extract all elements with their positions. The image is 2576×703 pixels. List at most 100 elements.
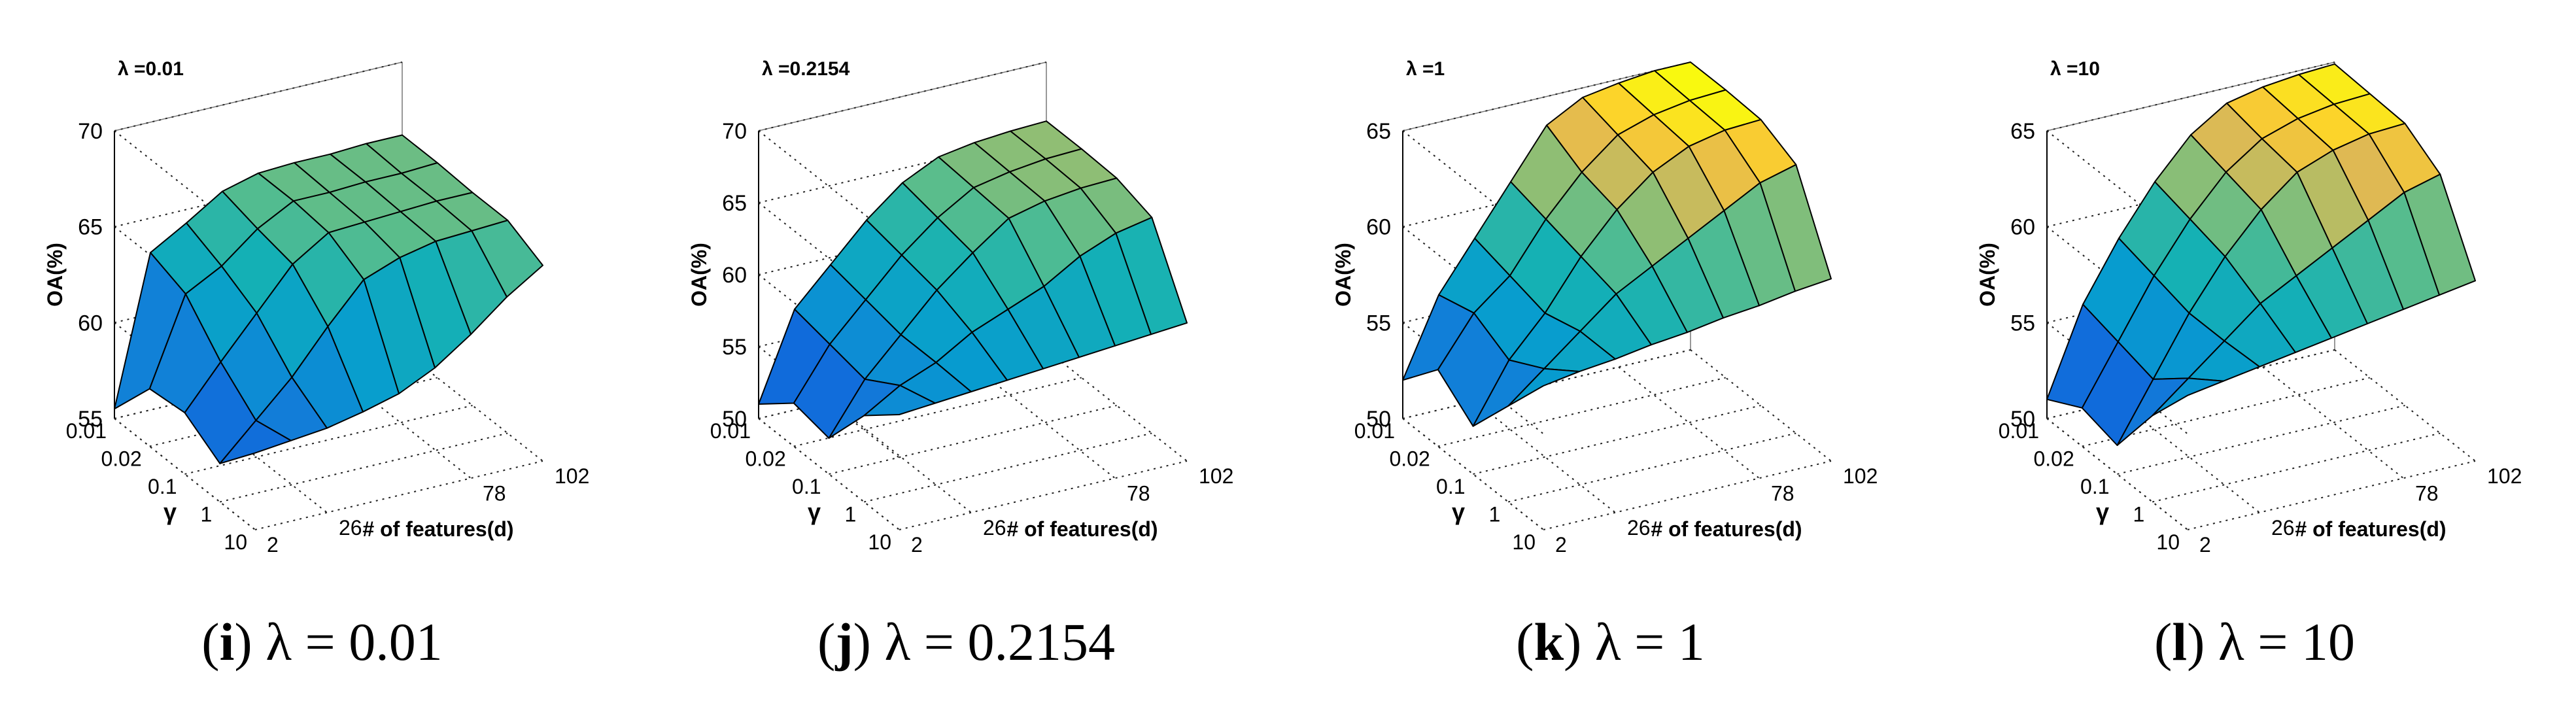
axis-labels: λ =0.0155606570OA(%)0.010.020.1110γ22678…: [43, 58, 589, 557]
gamma-gridline: [2117, 405, 2405, 475]
z-axis-label: OA(%): [1331, 243, 1355, 307]
z-tick-label: 55: [2010, 311, 2035, 335]
surface: [1402, 61, 1832, 427]
d-axis-label: # of features(d): [362, 517, 513, 541]
gamma-tick-label: 0.02: [1389, 447, 1430, 471]
z-tick-label: 55: [1366, 311, 1391, 335]
z-tick-label: 50: [722, 407, 747, 432]
surface-plot: λ =150556065OA(%)0.010.020.1110γ22678102…: [1331, 58, 1878, 557]
chart-title: λ =1: [1406, 58, 1445, 80]
back-wall-edge: [2046, 61, 2335, 131]
z-tick-label: 55: [722, 335, 747, 360]
gamma-tick-label: 10: [1512, 530, 1536, 554]
d-gridline: [1474, 400, 1616, 513]
axis-labels: λ =150556065OA(%)0.010.020.1110γ22678102…: [1331, 58, 1878, 557]
gamma-axis-label: γ: [2096, 498, 2109, 525]
d-tick-label: 102: [2487, 464, 2522, 488]
panel-letter: k: [1534, 612, 1564, 672]
z-tick-label: 50: [2010, 407, 2035, 432]
gamma-tick-label: 0.1: [1436, 475, 1465, 498]
z-tick-label: 70: [722, 119, 747, 144]
z-tick-label: 70: [78, 119, 103, 144]
d-tick-label: 26: [983, 516, 1006, 540]
z-tick-label: 50: [1366, 407, 1391, 432]
gamma-tick-label: 1: [2133, 503, 2144, 526]
d-gridline: [1618, 366, 1760, 479]
z-tick-label: 65: [1366, 119, 1391, 144]
panel-caption-text: λ = 0.01: [266, 612, 443, 672]
d-tick-label: 2: [267, 533, 279, 557]
d-tick-label: 102: [1843, 464, 1878, 488]
panel-caption: (k) λ = 1: [1516, 612, 1705, 672]
panel-caption-text: λ = 10: [2218, 612, 2355, 672]
back-wall-edge: [758, 61, 1047, 131]
gamma-gridline: [2152, 432, 2441, 503]
z-axis-label: OA(%): [43, 243, 67, 307]
surface-patch: [1507, 368, 1580, 407]
gamma-tick-label: 1: [1488, 503, 1500, 526]
gamma-tick-label: 1: [200, 503, 212, 526]
gamma-tick-label: 10: [2156, 530, 2180, 554]
gamma-tick-label: 0.01: [1999, 419, 2039, 443]
surface-plot: λ =0.21545055606570OA(%)0.010.020.1110γ2…: [687, 58, 1233, 557]
gamma-gridline: [1473, 405, 1761, 475]
panel-caption: (i) λ = 0.01: [201, 612, 443, 672]
panel-caption-text: λ = 0.2154: [884, 612, 1115, 672]
d-tick-label: 2: [1555, 533, 1567, 557]
surface-patch: [2152, 377, 2224, 417]
z-tick-label: 55: [78, 407, 103, 432]
z-tick-label: 65: [722, 191, 747, 216]
surface-patch: [219, 419, 292, 464]
panel-caption: (l) λ = 10: [2154, 612, 2355, 672]
gamma-tick-label: 0.02: [745, 447, 785, 471]
axis-labels: λ =0.21545055606570OA(%)0.010.020.1110γ2…: [687, 58, 1233, 557]
d-axis-label: # of features(d): [1651, 517, 1802, 541]
d-tick-label: 78: [1127, 481, 1150, 505]
gamma-tick-label: 0.01: [710, 419, 751, 443]
surface-plot: λ =1050556065OA(%)0.010.020.1110γ2267810…: [1976, 58, 2522, 557]
gamma-tick-label: 0.1: [148, 475, 177, 498]
gamma-tick-label: 1: [844, 503, 856, 526]
chart-title: λ =0.2154: [762, 58, 850, 80]
d-tick-label: 78: [1771, 481, 1795, 505]
panel-letter: l: [2172, 612, 2188, 672]
d-tick-label: 2: [2199, 533, 2211, 557]
gamma-tick-label: 10: [868, 530, 891, 554]
z-axis-label: OA(%): [1976, 243, 1999, 307]
back-wall-edge: [114, 61, 403, 131]
d-axis-label: # of features(d): [2295, 517, 2446, 541]
gamma-tick-label: 0.02: [101, 447, 141, 471]
d-tick-label: 78: [2415, 481, 2439, 505]
surface: [2046, 63, 2476, 446]
z-tick-label: 65: [78, 215, 103, 240]
gamma-gridline: [864, 432, 1152, 503]
z-axis-label: OA(%): [687, 243, 711, 307]
z-tick-label: 60: [722, 263, 747, 288]
gamma-tick-label: 0.1: [2080, 475, 2109, 498]
gamma-tick-label: 0.01: [66, 419, 107, 443]
chart-title: λ =10: [2050, 58, 2100, 80]
panel-caption-text: λ = 1: [1594, 612, 1705, 672]
surface-patch: [863, 385, 936, 417]
d-tick-label: 26: [339, 516, 362, 540]
gamma-tick-label: 10: [224, 530, 247, 554]
gamma-axis-label: γ: [163, 498, 177, 525]
d-axis-label: # of features(d): [1006, 517, 1158, 541]
z-tick-label: 60: [2010, 215, 2035, 240]
panel-letter: j: [835, 612, 853, 672]
gamma-tick-label: 0.01: [1354, 419, 1395, 443]
d-tick-label: 2: [911, 533, 923, 557]
panel-letter: i: [219, 612, 235, 672]
gamma-tick-label: 0.02: [2033, 447, 2074, 471]
d-tick-label: 26: [2271, 516, 2295, 540]
d-tick-label: 102: [555, 464, 589, 488]
z-tick-label: 60: [78, 311, 103, 335]
panel-caption: (j) λ = 0.2154: [817, 612, 1115, 672]
surface-plot: λ =0.0155606570OA(%)0.010.020.1110γ22678…: [43, 58, 589, 557]
d-tick-label: 102: [1199, 464, 1233, 488]
